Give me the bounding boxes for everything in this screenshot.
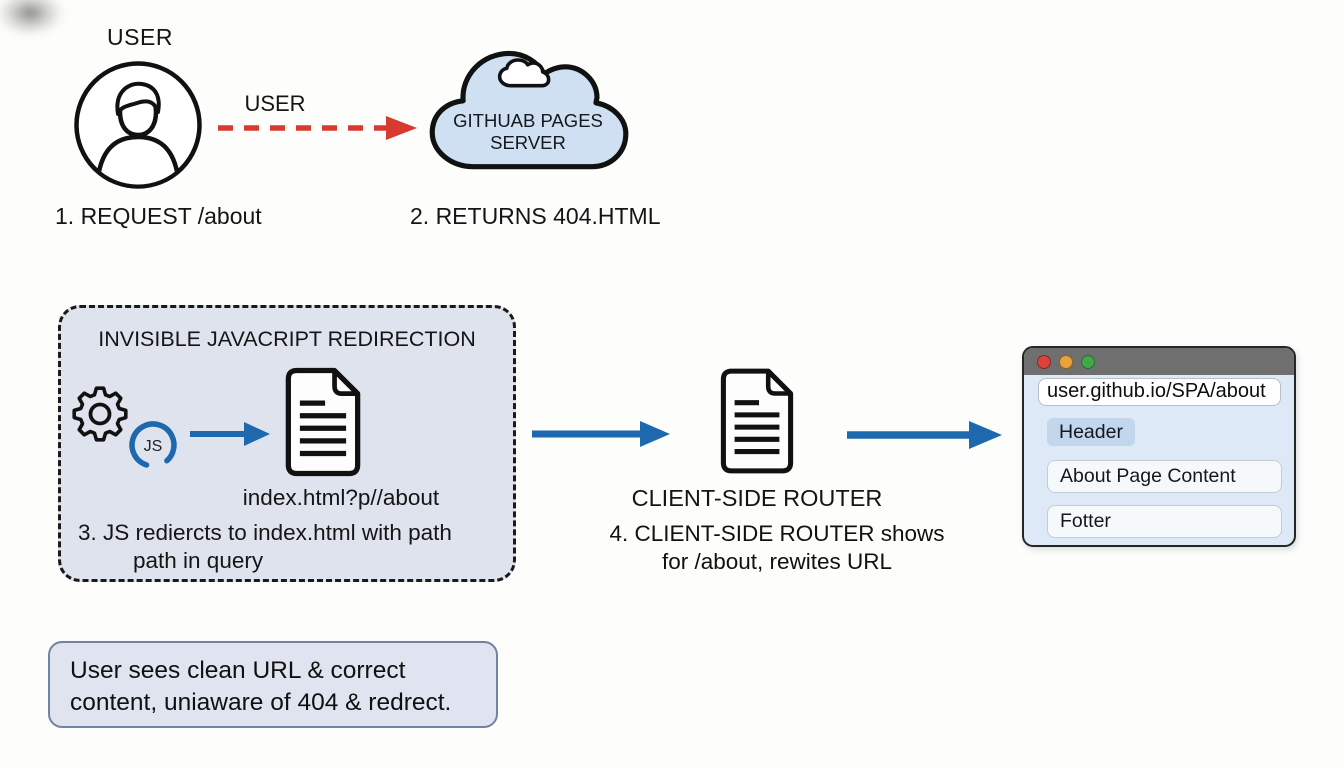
step1-caption: 1. REQUEST /about [55, 203, 262, 229]
summary-note-line2: content, uniaware of 404 & redrect. [70, 689, 452, 716]
step2-caption: 2. RETURNS 404.HTML [410, 203, 661, 229]
browser-titlebar [1024, 348, 1294, 375]
to-browser-arrow [847, 421, 1002, 449]
redirect-arrow [190, 422, 270, 446]
small-cloud-icon [497, 58, 551, 88]
index-file-label: index.html?p//about [242, 485, 440, 510]
request-arrow [218, 116, 417, 140]
redirect-box-title: INVISIBLE JAVACRIPT REDIRECTION [98, 327, 476, 351]
minimize-dot-icon [1059, 354, 1073, 369]
cloud-server-label: GITHUAB PAGES SERVER [436, 110, 620, 154]
page-content-block: About Page Content [1047, 460, 1282, 493]
router-label: CLIENT-SIDE ROUTER [631, 485, 883, 511]
zoom-dot-icon [1081, 354, 1095, 369]
js-badge-label: JS [144, 438, 163, 455]
step4-caption-line2: for /about, rewites URL [661, 549, 893, 574]
router-document-icon [720, 368, 794, 474]
js-loader-icon: JS [129, 421, 177, 469]
browser-window: user.github.io/SPA/about Header About Pa… [1022, 346, 1296, 547]
step4-caption: 4. CLIENT-SIDE ROUTER shows for /about, … [597, 520, 957, 576]
page-header-block: Header [1047, 418, 1135, 446]
step3-caption-line2: path in query [133, 548, 264, 573]
step4-caption-line1: 4. CLIENT-SIDE ROUTER shows [609, 521, 945, 546]
request-arrow-label: USER [244, 91, 306, 116]
step3-caption-line1: 3. JS rediercts to index.html with path [78, 520, 452, 545]
summary-note: User sees clean URL & correct content, u… [48, 641, 498, 728]
user-avatar-icon [74, 61, 202, 189]
cloud-label-line2: SERVER [490, 132, 566, 153]
summary-note-line1: User sees clean URL & correct [70, 657, 406, 684]
cloud-label-line1: GITHUAB PAGES [453, 110, 603, 131]
page-footer-block: Fotter [1047, 505, 1282, 538]
index-document-icon [285, 367, 361, 477]
to-router-arrow [532, 421, 670, 447]
gear-icon [72, 386, 128, 442]
user-label: USER [107, 24, 173, 50]
browser-url-bar: user.github.io/SPA/about [1038, 378, 1281, 406]
close-dot-icon [1037, 354, 1051, 369]
cloud-server-icon [429, 50, 629, 170]
